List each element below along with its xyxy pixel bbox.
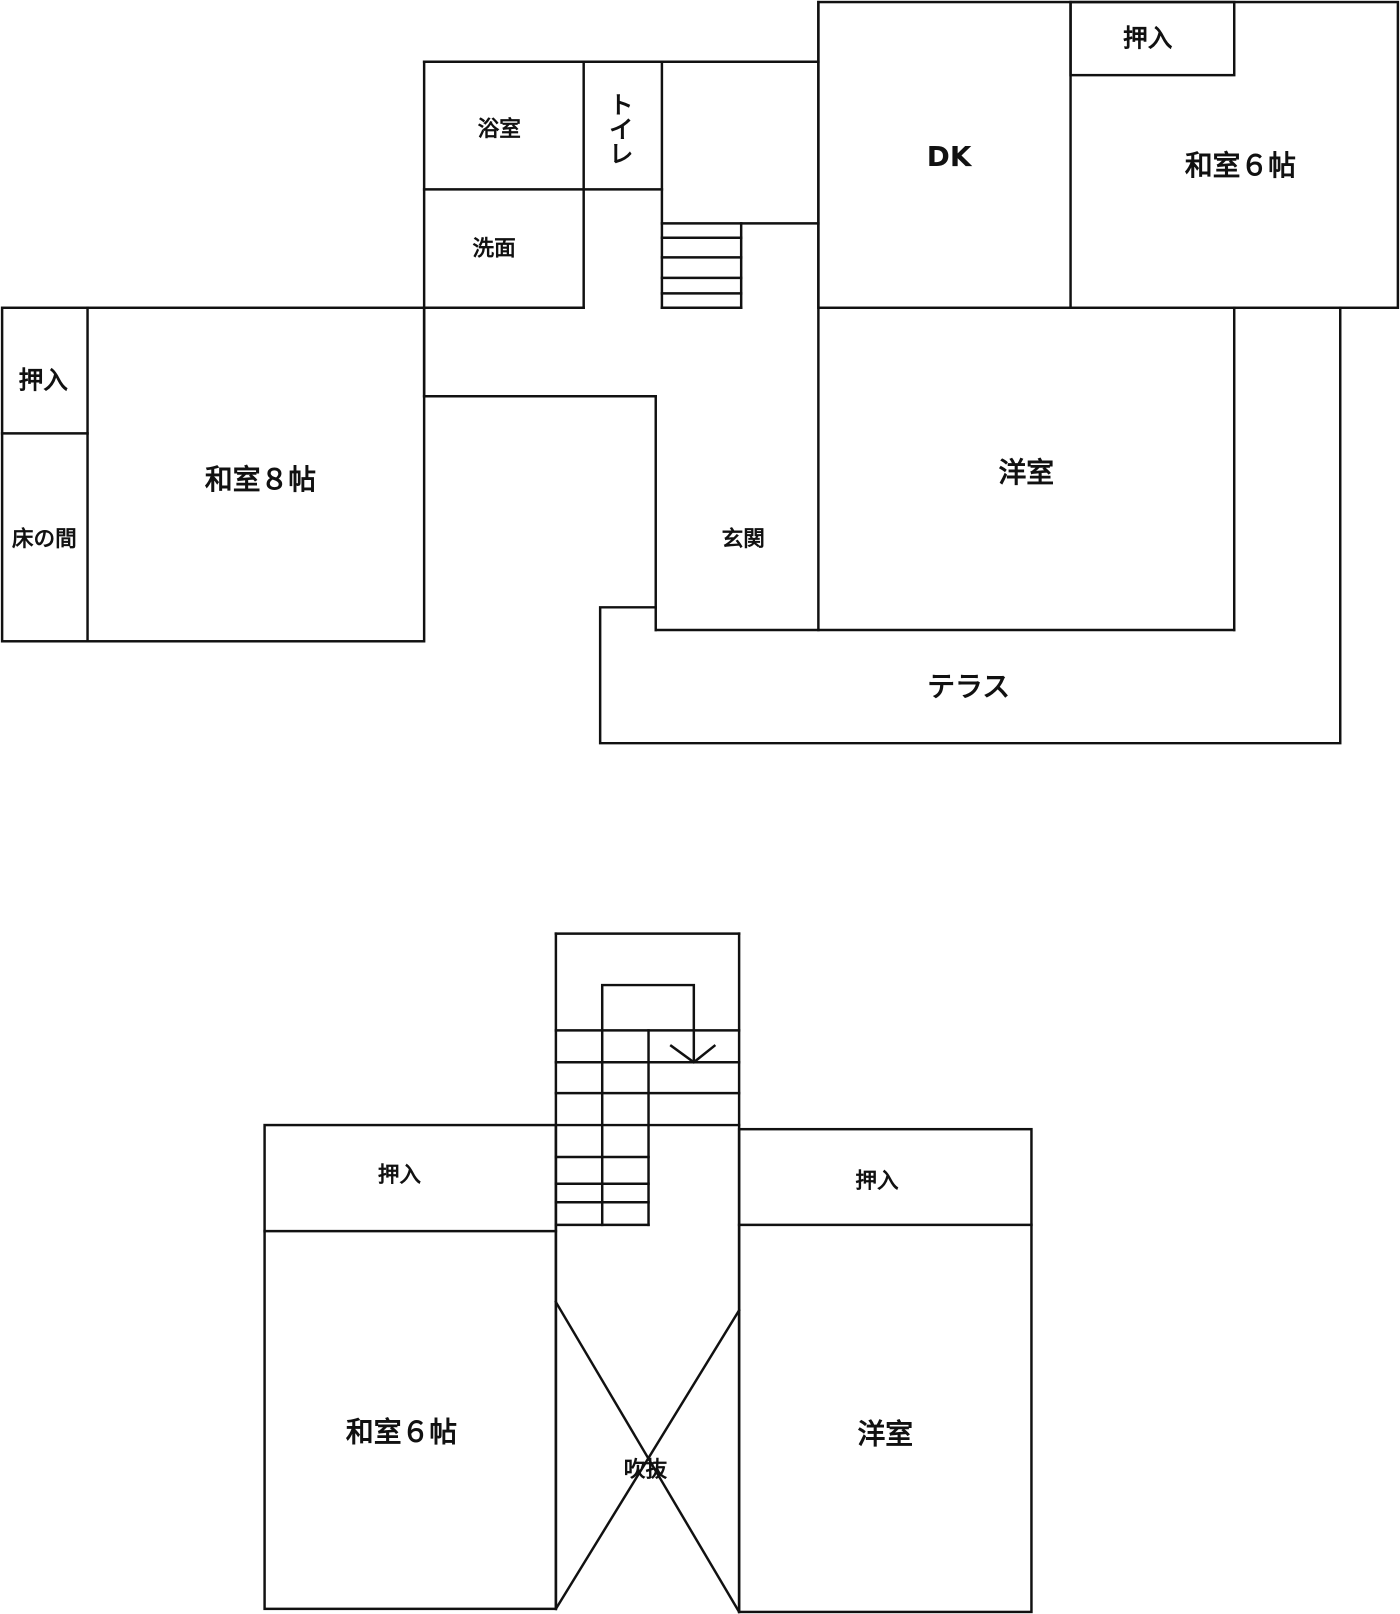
room-label-dk: DK xyxy=(927,140,973,173)
room-label-tokonoma: 床の間 xyxy=(12,526,77,552)
room-label-f2-youshitsu: 洋室 xyxy=(857,1417,913,1450)
void-cross-mark xyxy=(554,1300,741,1614)
floor-1-stairs xyxy=(660,222,743,310)
room-label-toilet: トイレ xyxy=(605,92,634,166)
floor-2-stairs xyxy=(554,983,741,1227)
floor-2-walls xyxy=(263,932,1033,1614)
room-label-closet-top: 押入 xyxy=(1123,24,1173,53)
room-label-bath: 浴室 xyxy=(478,116,521,142)
stair-direction-arrow-icon xyxy=(669,1044,717,1064)
room-label-genkan: 玄関 xyxy=(722,526,765,552)
room-label-f2-washitsu-6: 和室６帖 xyxy=(346,1415,457,1448)
floor-1-walls xyxy=(0,0,1400,745)
room-label-washroom: 洗面 xyxy=(473,237,516,262)
room-label-f2-fukinuke: 吹抜 xyxy=(624,1456,668,1482)
room-label-terrace: テラス xyxy=(927,670,1010,703)
room-label-f2-closet-left: 押入 xyxy=(378,1163,422,1188)
room-label-washitsu-6: 和室６帖 xyxy=(1185,149,1296,182)
room-label-washitsu-8: 和室８帖 xyxy=(205,463,316,496)
room-label-youshitsu: 洋室 xyxy=(999,456,1055,489)
room-label-closet-left: 押入 xyxy=(19,365,69,394)
room-label-f2-closet-right: 押入 xyxy=(855,1169,899,1194)
